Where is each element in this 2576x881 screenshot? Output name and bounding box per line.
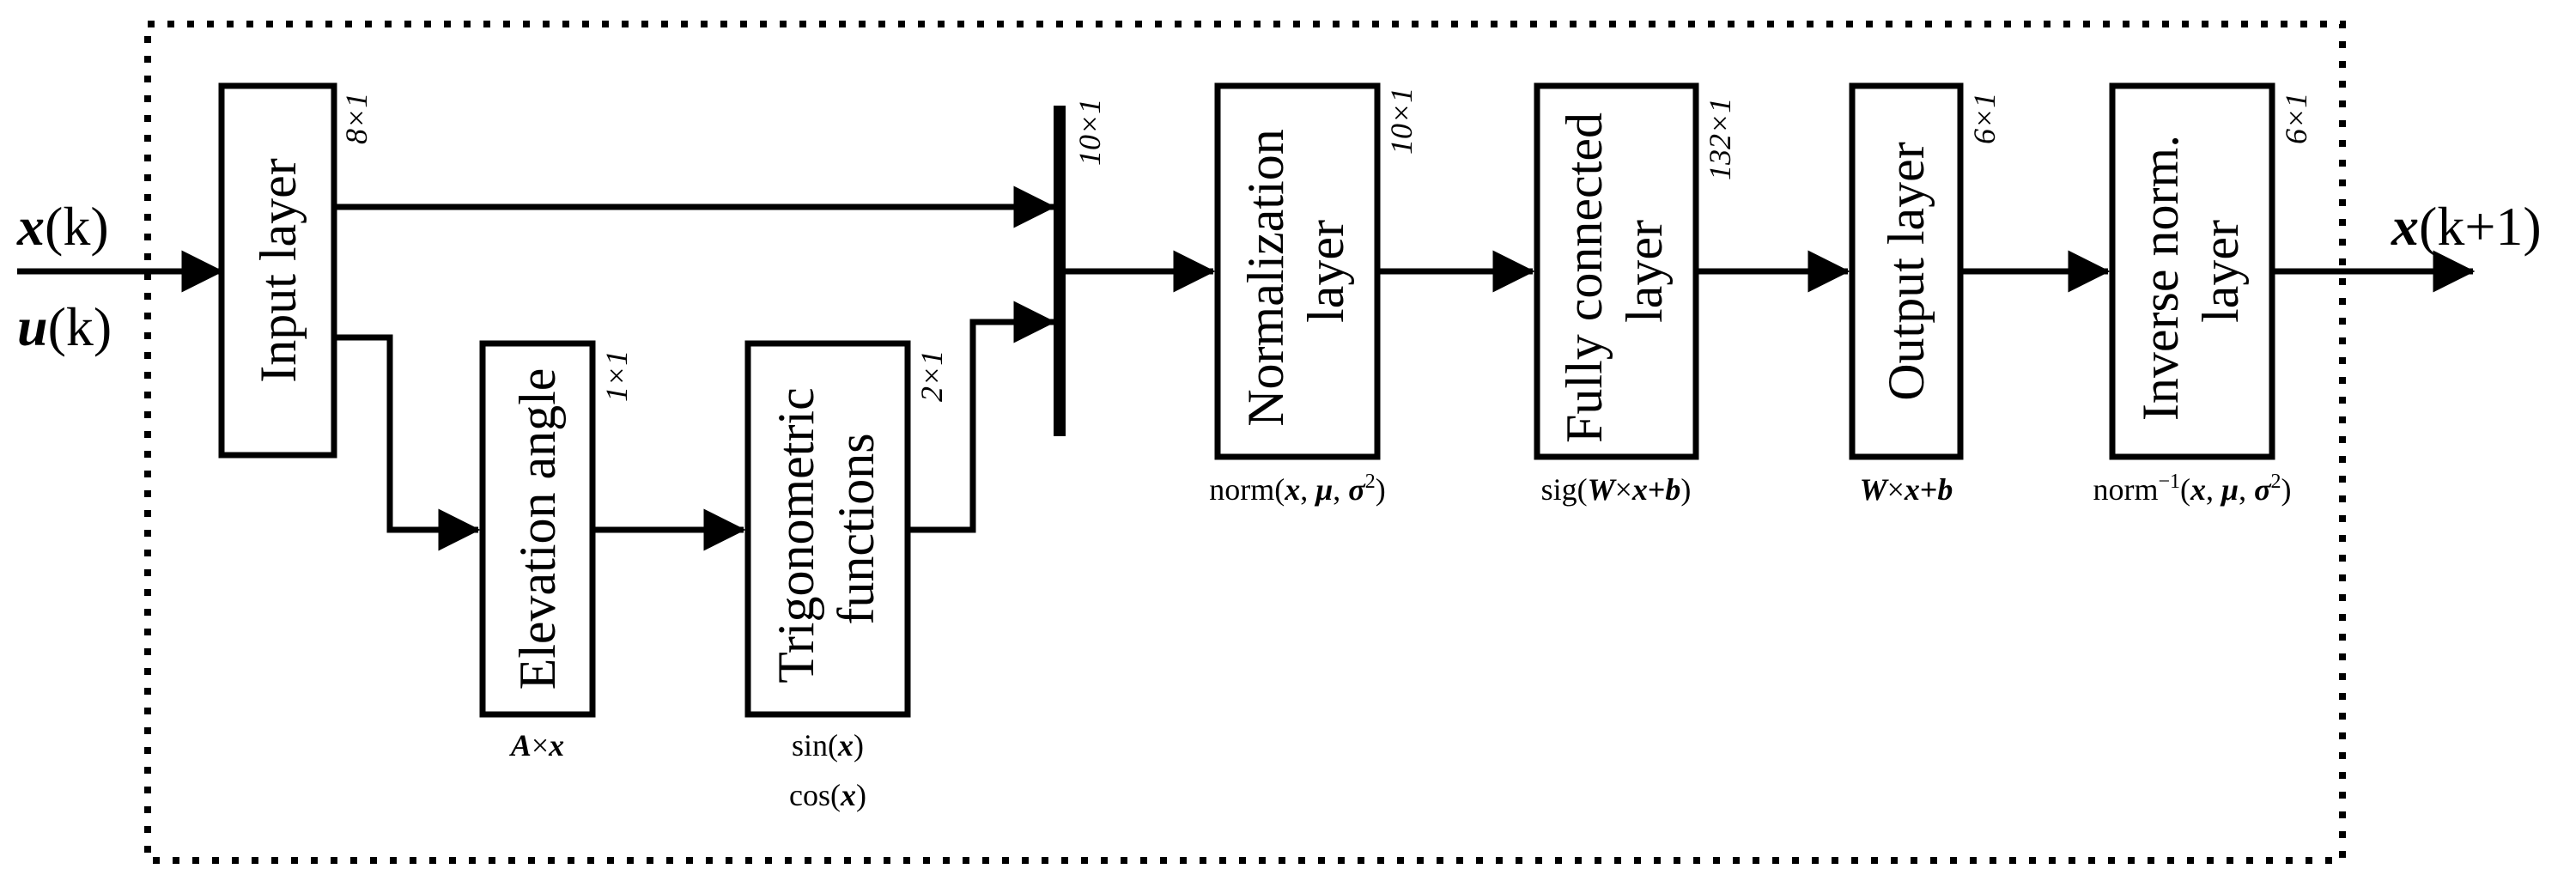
trigonometric-functions-label: Trigonometric functions xyxy=(768,374,884,683)
elevation-angle-box xyxy=(479,340,596,718)
inverse-norm-label-line2: layer xyxy=(2192,220,2249,323)
output-formula: W×x+b xyxy=(1860,472,1953,507)
output-signal-x: x(k+1) xyxy=(2391,196,2542,257)
inverse-norm-label-line1: Inverse norm. xyxy=(2132,135,2189,421)
input-signal-u: u(k) xyxy=(17,296,112,357)
trig-formula-cos: cos(x) xyxy=(789,778,866,812)
concat-dim: 10×1 xyxy=(1072,99,1107,166)
input-signal-x: x(k) xyxy=(16,196,109,257)
fc-layer-dim: 132×1 xyxy=(1703,98,1737,180)
normalization-label-line1: Normalization xyxy=(1237,129,1294,427)
trigonometric-functions-box xyxy=(744,340,911,718)
output-layer-box xyxy=(1849,82,1964,460)
dotted-boundary-frame xyxy=(144,21,2346,864)
trig-label-line2: functions xyxy=(828,433,884,624)
fc-label-line2: layer xyxy=(1616,220,1673,323)
inverse-norm-formula: norm−1(x, μ, σ2) xyxy=(2093,471,2292,507)
elevation-angle-label: Elevation angle xyxy=(509,368,566,690)
inverse-norm-layer-dim: 6×1 xyxy=(2279,93,2313,144)
trig-label-line1: Trigonometric xyxy=(768,387,824,683)
normalization-layer-box xyxy=(1214,82,1381,460)
fully-connected-layer-box xyxy=(1534,82,1699,460)
elevation-angle-dim: 1×1 xyxy=(599,350,634,402)
inverse-norm-layer-label: Inverse norm. layer xyxy=(2132,122,2249,421)
input-layer-dim: 8×1 xyxy=(339,93,374,144)
input-layer-box xyxy=(218,82,337,459)
normalization-layer-label: Normalization layer xyxy=(1237,116,1354,427)
fc-formula: sig(W×x+b) xyxy=(1541,472,1692,507)
output-layer-dim: 6×1 xyxy=(1967,93,2002,144)
elevation-formula: A×x xyxy=(509,728,564,763)
fc-label-line1: Fully connected xyxy=(1556,112,1613,443)
fully-connected-layer-label: Fully connected layer xyxy=(1556,100,1673,443)
concatenation-bar xyxy=(1054,106,1066,436)
normalization-label-line2: layer xyxy=(1297,220,1354,323)
output-layer-label: Output layer xyxy=(1878,142,1935,401)
inverse-norm-layer-box xyxy=(2109,82,2275,460)
trig-functions-dim: 2×1 xyxy=(914,350,949,402)
normalization-layer-dim: 10×1 xyxy=(1384,88,1419,155)
input-layer-label: Input layer xyxy=(250,158,307,383)
arrow-input-to-elevation xyxy=(334,334,481,551)
arrow-trig-to-concat xyxy=(908,301,1056,533)
normalization-formula: norm(x, μ, σ2) xyxy=(1209,471,1385,507)
trig-formula-sin: sin(x) xyxy=(792,728,864,763)
